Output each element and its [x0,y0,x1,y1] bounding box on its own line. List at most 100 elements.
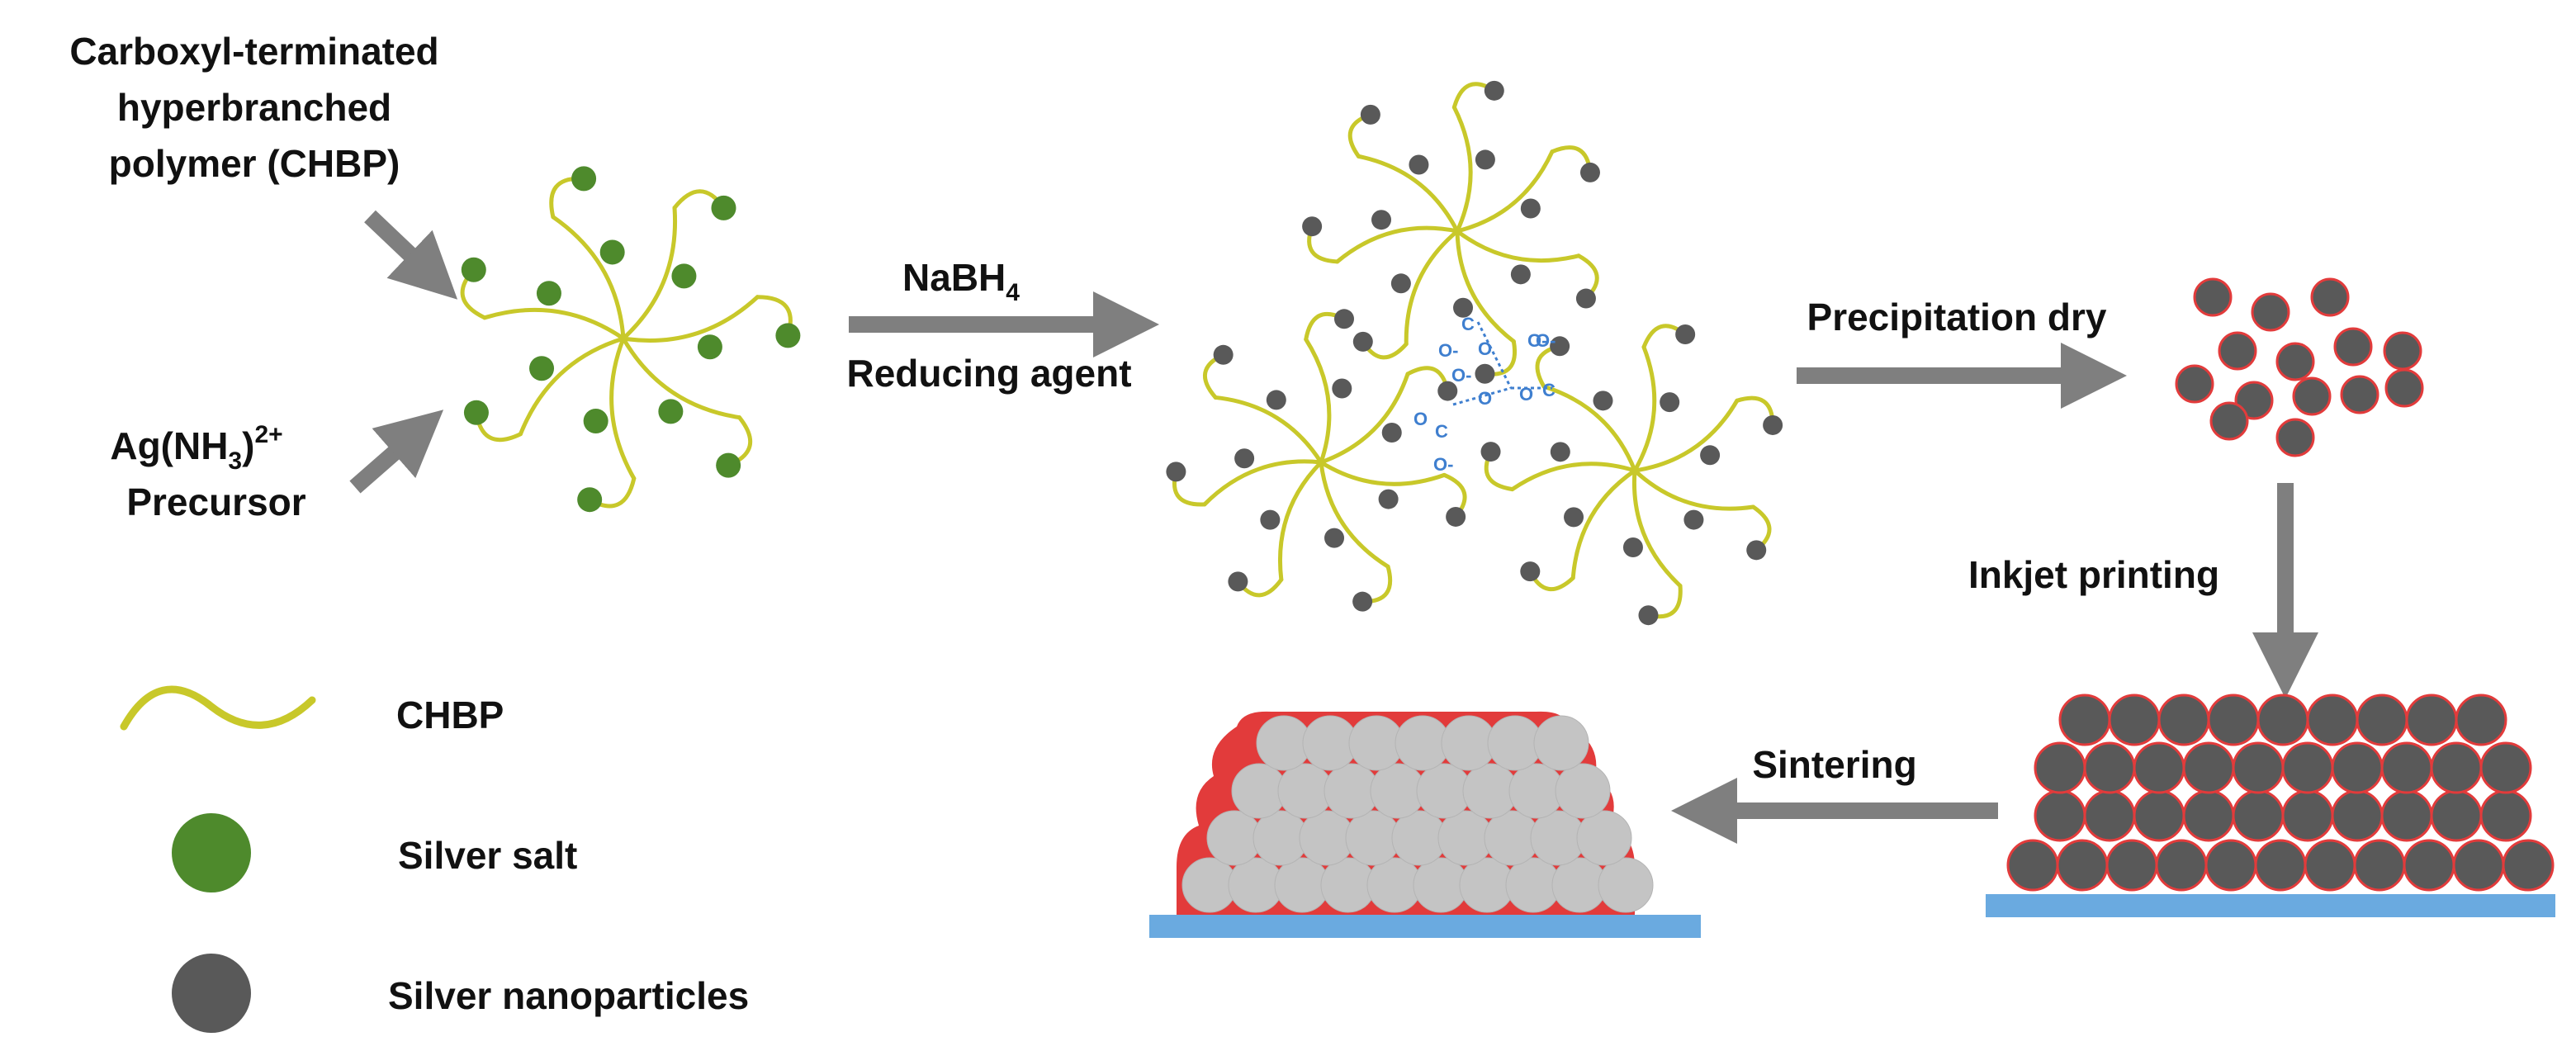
sintering-label: Sintering [1752,743,1916,786]
chbp-title-line-3: polymer (CHBP) [109,142,400,185]
nanoparticle [2209,401,2249,441]
nanoparticle [2193,277,2233,317]
chbp-nanoparticle-clusters [1166,80,1783,626]
chbp-arm [621,295,760,343]
printed-nanoparticle [2281,741,2334,794]
particle-dot [1324,528,1345,548]
particle-dot [1333,309,1354,329]
carboxyl-o-4: O [1519,384,1533,405]
carboxyl-o-2: O [1478,338,1492,359]
particle-dot [1475,363,1495,384]
printed-substrate [1986,894,2555,917]
printed-nanoparticle [2105,839,2158,892]
sintered-substrate [1149,915,1701,938]
particle-dot [1564,507,1584,528]
chbp-arm [1455,229,1516,344]
particle-dot [1390,273,1411,294]
printed-nanoparticle [2405,694,2458,746]
particle-dot [1360,104,1380,125]
printed-nanoparticle [2430,741,2483,794]
reducing-reagent: NaBH4 [902,256,1020,306]
chbp-arm [1451,105,1473,234]
particle-dot [1332,378,1352,399]
nanoparticle [2333,327,2373,367]
particle-dot [1371,210,1392,230]
printed-nanoparticle [2157,694,2210,746]
chbp-arm [1510,462,1637,492]
particle-dot [1409,154,1429,175]
particle-dot [1593,391,1613,411]
printed-nanoparticle [2281,789,2334,842]
chbp-arm [1632,468,1755,511]
nanoparticle [2310,277,2350,317]
chbp-cluster-right [1480,324,1783,626]
dried-nanoparticles [2175,277,2424,457]
particle-dot [1166,462,1186,482]
chbp-arm [1277,460,1324,582]
chbp-arm [609,336,637,481]
chbp-arm [518,336,626,437]
chbp-arm [1570,468,1637,580]
precursor-input-arrow [349,410,444,494]
printed-nanoparticle [2356,694,2408,746]
printed-nanoparticle [2207,694,2260,746]
particle-dot [671,263,697,289]
legend-silver-nanoparticles-label: Silver nanoparticles [388,974,749,1017]
chbp-title-line-1: Carboxyl-terminated [69,30,438,73]
sintered-particle [1555,763,1611,819]
particle-dot [1700,445,1721,466]
particle-dot [1352,331,1373,352]
chbp-arm [1541,384,1637,473]
carboxyl-o-7: O [1413,409,1428,429]
carboxyl-c-1: C [1461,314,1475,334]
chbp-arm [1319,372,1410,465]
particle-dot [536,281,561,306]
green-dot-icon [172,813,251,892]
printed-nanoparticle [2058,694,2111,746]
printed-nanoparticle [2155,839,2208,892]
gray-dot-icon [172,954,251,1033]
carboxyl-o-6: O [1478,388,1492,409]
particle-dot [1520,198,1541,219]
chbp-arm [621,336,742,420]
particle-dot [1234,448,1255,469]
legend-chbp-label: CHBP [396,694,504,736]
particle-dot [1575,288,1596,309]
printed-nanoparticle [2430,789,2483,842]
printed-nanoparticle [2133,789,2185,842]
sintered-silver-film [1177,711,1654,915]
printed-nanoparticle [2380,789,2433,842]
particle-dot [1746,540,1767,561]
printed-nanoparticle [2380,741,2433,794]
printed-nanoparticle-stack [2006,694,2555,892]
nanoparticle [2340,375,2379,414]
chbp-arm [1319,460,1447,486]
precipitation-label: Precipitation dry [1807,296,2107,338]
chbp-arm [1202,459,1324,507]
printed-nanoparticle [2182,789,2235,842]
printed-nanoparticle [2108,694,2161,746]
particle-dot [1260,509,1281,530]
printed-nanoparticle [2034,741,2086,794]
particle-dot [1475,149,1495,170]
chbp-cluster-top [1302,80,1600,384]
printed-nanoparticle [2056,839,2109,892]
carboxyl-linkage: C O- O O- O O- C O C O O- O- [1413,314,1556,475]
printed-nanoparticle [2182,741,2235,794]
carboxyl-o-9: O- [1536,330,1556,351]
particle-dot [1622,537,1643,557]
chbp-arm [1404,229,1460,347]
printed-nanoparticle [2306,694,2359,746]
printed-nanoparticle [2083,789,2136,842]
particle-dot [1228,571,1248,592]
chbp-input-arrow [364,210,458,300]
particle-dot [1302,216,1323,237]
precursor-formula: Ag(NH3)2+ [110,421,282,475]
sintered-particle [1598,857,1654,913]
particle-dot [711,195,736,220]
particle-dot [697,334,722,360]
printed-nanoparticle [2452,839,2505,892]
carboxyl-c-3: C [1435,421,1448,442]
particle-dot [1675,324,1696,345]
yellow-wave-icon [120,685,316,731]
